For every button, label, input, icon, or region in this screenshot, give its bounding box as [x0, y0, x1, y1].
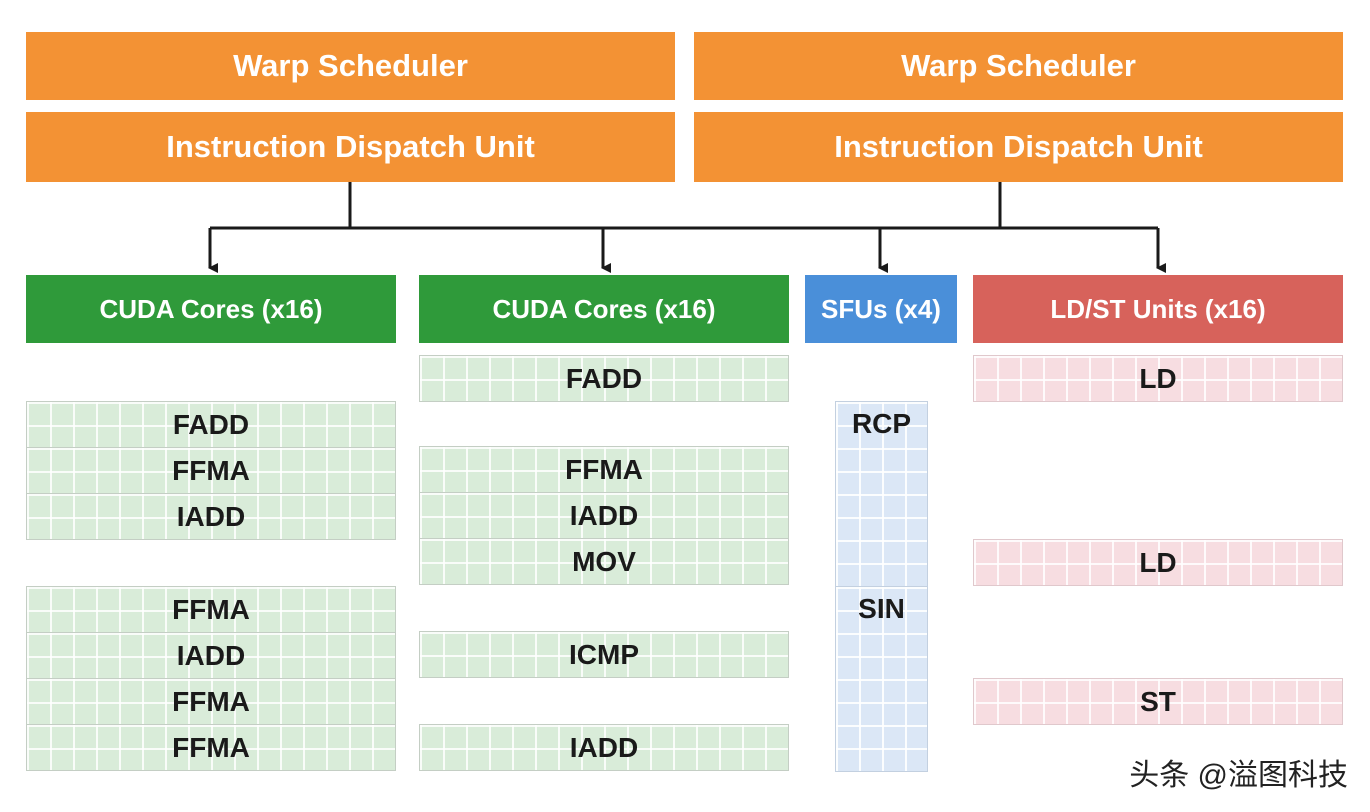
cuda-cores-header-1: CUDA Cores (x16): [26, 275, 396, 343]
cuda1-instruction-fadd: FADD: [26, 401, 396, 448]
watermark-text: 头条 @溢图科技: [1129, 759, 1348, 792]
ldst-instruction-st: ST: [973, 678, 1343, 725]
cuda1-instruction-ffma: FFMA: [26, 678, 396, 725]
cuda2-instruction-icmp: ICMP: [419, 631, 789, 678]
cuda1-instruction-ffma: FFMA: [26, 586, 396, 633]
instruction-dispatch-unit-2: Instruction Dispatch Unit: [694, 112, 1343, 182]
cuda1-instruction-ffma: FFMA: [26, 724, 396, 771]
cuda2-instruction-iadd: IADD: [419, 492, 789, 539]
cuda2-instruction-ffma: FFMA: [419, 446, 789, 493]
ldst-instruction-ld: LD: [973, 355, 1343, 402]
cuda1-instruction-iadd: IADD: [26, 632, 396, 679]
cuda2-instruction-fadd: FADD: [419, 355, 789, 402]
sfu-header: SFUs (x4): [805, 275, 957, 343]
cuda1-instruction-iadd: IADD: [26, 493, 396, 540]
cuda1-instruction-ffma: FFMA: [26, 447, 396, 494]
sfu-instruction-sin: SIN: [835, 586, 928, 772]
instruction-dispatch-unit-1: Instruction Dispatch Unit: [26, 112, 675, 182]
ldst-units-header: LD/ST Units (x16): [973, 275, 1343, 343]
cuda-cores-header-2: CUDA Cores (x16): [419, 275, 789, 343]
warp-scheduler-2: Warp Scheduler: [694, 32, 1343, 100]
ldst-instruction-ld: LD: [973, 539, 1343, 586]
cuda2-instruction-mov: MOV: [419, 538, 789, 585]
sfu-instruction-rcp: RCP: [835, 401, 928, 587]
cuda2-instruction-iadd: IADD: [419, 724, 789, 771]
warp-scheduler-1: Warp Scheduler: [26, 32, 675, 100]
